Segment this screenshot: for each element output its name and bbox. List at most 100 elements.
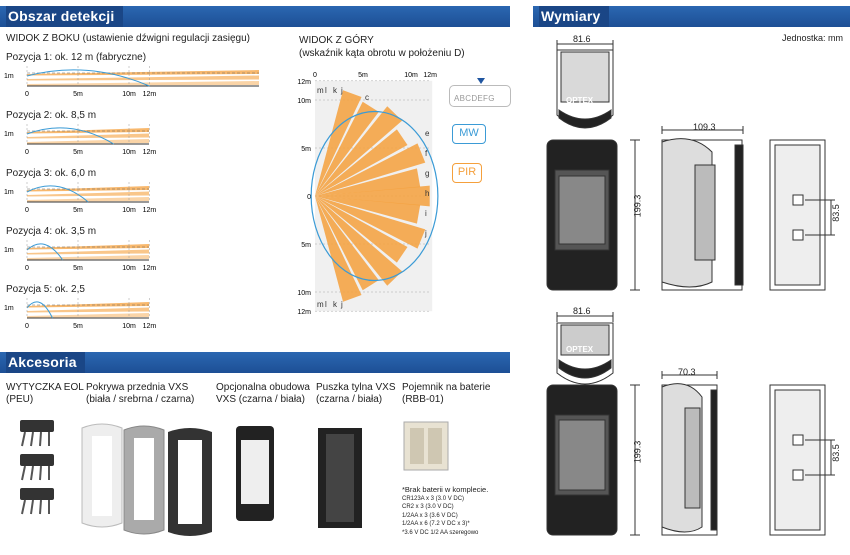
pir-zone xyxy=(315,196,362,302)
x-tick-label: 10m xyxy=(122,149,136,156)
brand-logo-1: OPTEX xyxy=(566,96,594,105)
unit-label: Jednostka: mm xyxy=(782,33,844,43)
x-tick-label: 10m xyxy=(122,207,136,214)
y-tick-label: 10m xyxy=(297,290,311,297)
front-cover-image xyxy=(81,423,212,536)
accessory-housing-name: Opcjonalna obudowa VXS (czarna / biała) xyxy=(216,382,310,405)
zone-letter: k xyxy=(333,86,338,95)
mw-arc xyxy=(26,127,114,145)
pir-zone xyxy=(315,196,379,291)
x-tick-label: 5m xyxy=(73,149,83,156)
x-tick-label: 5m xyxy=(73,91,83,98)
mw-arc xyxy=(26,185,89,203)
accessory-front-cover-name: Pokrywa przednia VXS (biała / srebrna / … xyxy=(86,382,195,405)
x-tick-label: 0 xyxy=(25,265,29,272)
zone-letter: e xyxy=(425,129,430,138)
pir-zone xyxy=(315,185,430,207)
top-x-tick-label: 0 xyxy=(313,72,317,79)
pir-zone xyxy=(315,90,362,196)
pir-beam xyxy=(27,139,149,144)
zone-letter: l xyxy=(325,86,327,95)
x-tick-label: 12m xyxy=(143,323,157,330)
pir-beam xyxy=(27,75,259,81)
battery-note: CR2 x 3 (3.0 V DC) xyxy=(402,504,454,510)
zone-letter: l xyxy=(325,300,327,309)
battery-note: *Brak baterii w komplecie. xyxy=(402,485,489,494)
top-view-subtitle: (wskaźnik kąta obrotu w położeniu D) xyxy=(299,48,465,59)
side-view-chart: 1m 0 5m 10m 12m xyxy=(4,298,157,330)
pir-beam xyxy=(27,255,149,260)
y-tick-label: 10m xyxy=(297,98,311,105)
zone-letter: j xyxy=(424,229,427,238)
position-label: Pozycja 4: ok. 3,5 m xyxy=(6,226,97,237)
pir-zone xyxy=(315,106,403,196)
x-tick-label: 12m xyxy=(143,207,157,214)
dimension-drawings xyxy=(546,40,835,536)
angle-indicator: ABCDEFG xyxy=(449,78,511,107)
dim-hole-spacing-2: 83.5 xyxy=(830,444,841,462)
battery-notes: *Brak baterii w komplecie. CR123A x 3 (3… xyxy=(402,485,488,537)
pir-beam xyxy=(27,197,149,202)
height-label: 1m xyxy=(4,73,14,80)
y-tick-label: 12m xyxy=(297,79,311,86)
height-label: 1m xyxy=(4,131,14,138)
x-tick-label: 0 xyxy=(25,323,29,330)
pir-zone xyxy=(315,129,408,196)
zone-letter: m xyxy=(317,86,324,95)
angle-pointer-icon xyxy=(477,78,485,84)
zone-letter: j xyxy=(340,86,343,95)
x-tick-label: 5m xyxy=(73,323,83,330)
mw-arc xyxy=(26,301,53,319)
top-x-tick-label: 5m xyxy=(358,72,368,79)
x-tick-label: 10m xyxy=(122,323,136,330)
position-label: Pozycja 1: ok. 12 m (fabryczne) xyxy=(6,52,147,63)
mw-arc xyxy=(26,69,150,87)
accessory-images xyxy=(20,420,449,536)
pir-zone xyxy=(315,101,379,196)
back-box-image xyxy=(318,428,362,528)
x-tick-label: 0 xyxy=(25,149,29,156)
pir-beam xyxy=(27,249,149,255)
mw-label: MW xyxy=(452,124,486,144)
detection-area-header: Obszar detekcji xyxy=(0,6,510,27)
mw-arc xyxy=(26,243,64,261)
dim-hole-spacing: 83.5 xyxy=(830,204,841,222)
zone-letter: i xyxy=(425,209,427,218)
pir-zone xyxy=(315,196,426,249)
x-tick-label: 5m xyxy=(73,207,83,214)
pir-beam xyxy=(27,307,149,313)
x-tick-label: 12m xyxy=(143,91,157,98)
pir-zone xyxy=(315,143,426,196)
brand-logo-2: OPTEX xyxy=(566,345,594,354)
eol-resistor-image xyxy=(20,420,54,515)
accessory-battery-box-name: Pojemnik na baterie (RBB-01) xyxy=(402,382,491,405)
zone-letter: f xyxy=(425,149,428,158)
dim-side-depth-2: 70.3 xyxy=(678,367,696,377)
zone-letter: k xyxy=(333,300,338,309)
top-x-tick-label: 12m xyxy=(423,72,437,79)
x-tick-label: 10m xyxy=(122,91,136,98)
dim-height: 199.3 xyxy=(632,194,643,218)
angle-letters: ABCDEFG xyxy=(454,94,495,103)
y-tick-label: 12m xyxy=(297,309,311,316)
pir-zone xyxy=(315,196,408,263)
dim-height-2: 199.3 xyxy=(632,440,643,464)
zone-letter: j xyxy=(340,300,343,309)
pir-zone xyxy=(315,196,421,224)
y-tick-label: 5m xyxy=(301,146,311,153)
dim-side-depth: 109.3 xyxy=(693,122,716,132)
y-tick-label: 0 xyxy=(307,194,311,201)
top-view-title: WIDOK Z GÓRY xyxy=(299,35,374,46)
position-label: Pozycja 5: ok. 2,5 xyxy=(6,284,85,295)
optional-housing-image xyxy=(236,426,274,521)
zone-letter: c xyxy=(365,93,369,102)
pir-beam xyxy=(27,133,149,139)
height-label: 1m xyxy=(4,305,14,312)
battery-box-image xyxy=(403,421,449,471)
accessories-header: Akcesoria xyxy=(0,352,510,373)
battery-note: *3.6 V DC 1/2 AA szeregowo xyxy=(402,529,479,536)
accessory-eol-name: WYTYCZKA EOL (PEU) xyxy=(6,382,84,405)
